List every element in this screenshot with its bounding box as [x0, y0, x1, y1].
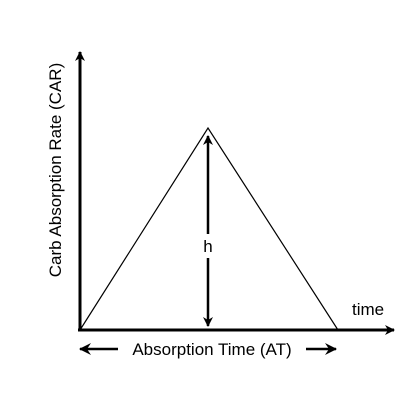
x-axis-label: time — [352, 300, 384, 319]
height-label: h — [203, 237, 212, 256]
base-label: Absorption Time (AT) — [132, 340, 291, 359]
absorption-triangle — [79, 126, 339, 331]
y-axis-label: Carb Absorption Rate (CAR) — [46, 63, 65, 277]
